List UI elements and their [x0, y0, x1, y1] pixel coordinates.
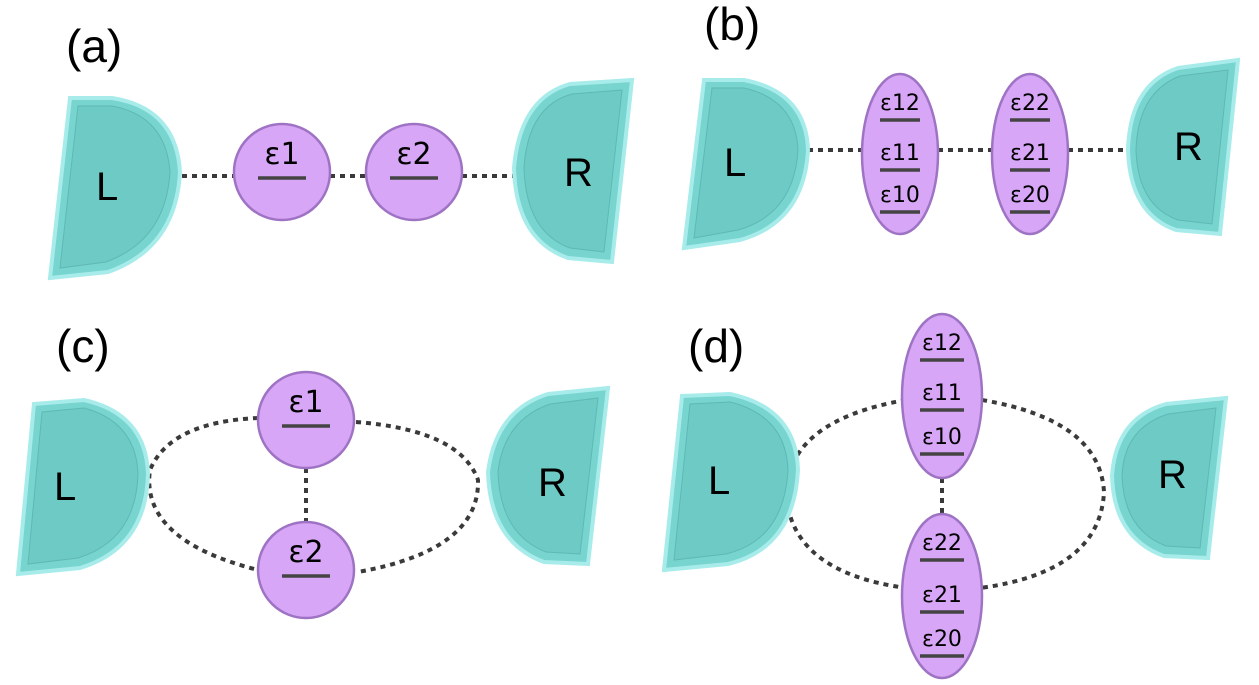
- coupling-ring-right: [979, 398, 1107, 590]
- panel-label-d: (d): [688, 320, 744, 372]
- left-lead: L: [661, 391, 801, 573]
- coupling-ring-left: [147, 416, 259, 572]
- right-lead: R: [485, 385, 611, 567]
- left-lead-label: L: [96, 165, 118, 209]
- dot2-level-1-label: ε21: [922, 583, 962, 608]
- right-lead: R: [1125, 57, 1241, 237]
- multilevel-dot-2: ε22 ε21 ε20: [990, 72, 1070, 236]
- panel-label-b: (b): [704, 0, 760, 50]
- dot2-level-0-label: ε20: [1010, 183, 1050, 208]
- dot2-level-2-label: ε22: [922, 531, 962, 556]
- multilevel-dot-1: ε12 ε11 ε10: [900, 312, 984, 480]
- dot1-level-label: ε1: [288, 385, 323, 420]
- right-lead-label: R: [1158, 453, 1187, 497]
- dot2-level-2-label: ε22: [1010, 91, 1050, 116]
- panel-label-a: (a): [66, 20, 122, 72]
- panel-label-c: (c): [56, 320, 110, 372]
- left-lead-label: L: [54, 465, 76, 509]
- coupling-ring-left: [783, 398, 907, 590]
- right-lead-label: R: [538, 461, 567, 505]
- right-lead-label: R: [1174, 125, 1203, 169]
- dot1-level-2-label: ε12: [922, 331, 962, 356]
- dot1-level-0-label: ε10: [922, 425, 962, 450]
- panel-b: (b) L R ε12 ε11 ε10 ε22 ε21: [681, 0, 1241, 251]
- left-lead: L: [47, 96, 183, 281]
- panel-c: (c) L R ε1 ε2: [15, 320, 611, 620]
- dot2-level-1-label: ε21: [1010, 141, 1050, 166]
- quantum-dot-2: ε2: [364, 122, 464, 222]
- dot2-level-label: ε2: [396, 137, 431, 172]
- quantum-dot-2: ε2: [256, 520, 356, 620]
- multilevel-dot-1: ε12 ε11 ε10: [860, 72, 940, 236]
- multilevel-dot-2: ε22 ε21 ε20: [900, 512, 984, 680]
- dot1-level-1-label: ε11: [922, 381, 962, 406]
- quantum-dot-1: ε1: [232, 122, 332, 222]
- dot2-level-0-label: ε20: [922, 627, 962, 652]
- left-lead-label: L: [724, 141, 746, 185]
- right-lead: R: [511, 77, 635, 265]
- left-lead: L: [15, 397, 151, 577]
- panel-a: (a) L R ε1 ε2: [47, 20, 635, 281]
- left-lead-label: L: [708, 459, 730, 503]
- right-lead-label: R: [564, 151, 593, 195]
- dot1-level-label: ε1: [264, 137, 299, 172]
- dot1-level-2-label: ε12: [880, 91, 920, 116]
- dot1-level-1-label: ε11: [880, 141, 920, 166]
- left-lead: L: [681, 78, 811, 251]
- coupling-ring-right: [355, 420, 481, 574]
- dot1-level-0-label: ε10: [880, 183, 920, 208]
- dot2-level-label: ε2: [288, 535, 323, 570]
- right-lead: R: [1109, 395, 1229, 561]
- panel-d: (d) L R ε12 ε11 ε10 ε22 ε21: [661, 312, 1229, 680]
- quantum-dot-1: ε1: [256, 370, 356, 470]
